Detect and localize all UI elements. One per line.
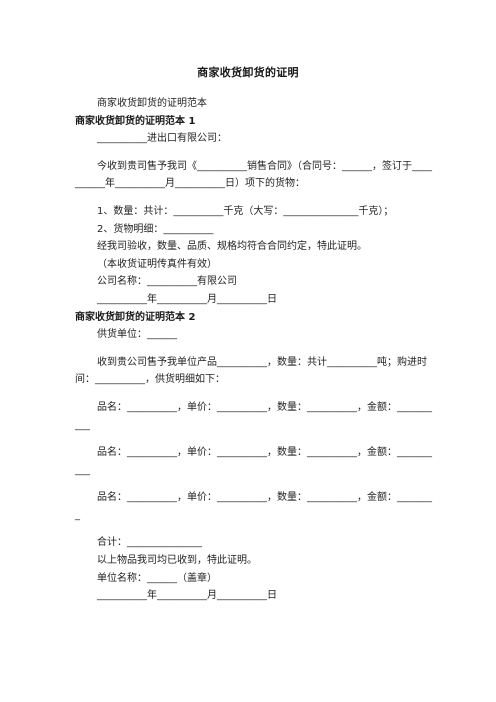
section1-heading: 商家收货卸货的证明范本 1	[75, 115, 196, 127]
section2-item-1: 品名：__________，单价：__________，数量：_________…	[75, 401, 432, 431]
section2-heading: 商家收货卸货的证明范本 2	[75, 311, 196, 323]
document-body: 商家收货卸货的证明范本 商家收货卸货的证明范本 1 __________进出口有…	[75, 95, 435, 605]
section1-details: 2、货物明细：__________	[97, 223, 214, 235]
section1-quantity: 1、数量：共计：__________千克（大写：_______________千…	[97, 205, 394, 217]
section1-paragraph: 今收到贵司售予我司《__________销售合同》（合同号：______，签订于…	[75, 160, 432, 190]
section1-addressee: __________进出口有限公司：	[97, 133, 227, 145]
section2-item-2: 品名：__________，单价：__________，数量：_________…	[75, 447, 432, 476]
section2-supplier: 供货单位：______	[97, 329, 177, 341]
document-title: 商家收货卸货的证明	[197, 66, 299, 79]
section1-date: __________年__________月__________日	[97, 293, 277, 305]
section2-total: 合计：_______________	[97, 537, 202, 549]
section1-fax-note: （本收货证明传真件有效）	[97, 258, 217, 270]
section2-confirmation: 以上物品我司均已收到，特此证明。	[97, 555, 257, 567]
section2-item-3: 品名：__________，单价：__________，数量：_________…	[75, 492, 432, 521]
section1-confirmation: 经我司验收，数量、品质、规格均符合合同约定，特此证明。	[97, 241, 367, 253]
section1-company-name: 公司名称：__________有限公司	[97, 276, 237, 288]
section2-paragraph: 收到贵公司售予我单位产品__________，数量：共计__________吨；…	[75, 356, 427, 386]
intro-line: 商家收货卸货的证明范本	[97, 98, 207, 109]
section2-date: __________年__________月__________日	[97, 590, 277, 602]
section2-unit-name: 单位名称：______（盖章）	[97, 572, 217, 584]
